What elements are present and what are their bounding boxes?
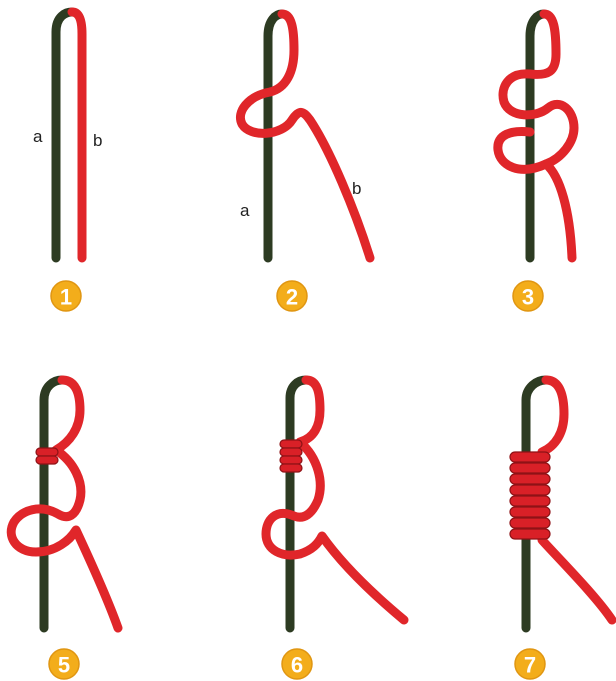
step-7-wrap-3 bbox=[510, 474, 550, 484]
step-7-wrap-8 bbox=[510, 529, 550, 539]
step-badge-6-number: 6 bbox=[291, 653, 303, 678]
step-badge-1-number: 1 bbox=[60, 285, 72, 310]
step-badge-7-number: 7 bbox=[524, 653, 536, 678]
step-7-wrap-6 bbox=[510, 507, 550, 517]
step-badge-5: 5 bbox=[49, 649, 79, 679]
step-6-wrap-4 bbox=[280, 464, 302, 472]
step-2-label-a: a bbox=[240, 201, 250, 220]
step-5-cord-a bbox=[44, 380, 62, 628]
step-7-wrap-1 bbox=[510, 452, 550, 462]
step-badge-5-number: 5 bbox=[58, 653, 70, 678]
step-1-label-b: b bbox=[93, 131, 102, 150]
step-5-cord-b bbox=[11, 380, 118, 628]
step-1-cord-a bbox=[56, 12, 72, 258]
step-7-cord-b bbox=[542, 380, 612, 620]
step-badge-1: 1 bbox=[51, 281, 81, 311]
step-6-wrap-2 bbox=[280, 448, 302, 456]
step-3-cord-b-lower-loop bbox=[498, 132, 546, 170]
step-5-wrap-1 bbox=[36, 448, 58, 456]
step-5-illustration bbox=[11, 380, 118, 628]
step-1-label-a: a bbox=[33, 127, 43, 146]
step-2-illustration: a b bbox=[240, 14, 370, 258]
step-3-cord-a bbox=[530, 14, 544, 258]
step-6-illustration bbox=[266, 380, 404, 628]
step-badge-6: 6 bbox=[282, 649, 312, 679]
step-2-label-b: b bbox=[352, 179, 361, 198]
step-badge-3-number: 3 bbox=[522, 285, 534, 310]
step-1-illustration: a b bbox=[33, 12, 102, 258]
step-badge-7: 7 bbox=[515, 649, 545, 679]
step-5-wrap-2 bbox=[36, 456, 58, 464]
step-6-wrap-1 bbox=[280, 440, 302, 448]
step-badge-3: 3 bbox=[513, 281, 543, 311]
step-6-cord-a bbox=[290, 380, 306, 628]
step-6-wrap-3 bbox=[280, 456, 302, 464]
step-badge-2-number: 2 bbox=[286, 285, 298, 310]
step-7-illustration bbox=[510, 380, 612, 628]
step-7-wrap-7 bbox=[510, 518, 550, 528]
step-3-illustration bbox=[498, 14, 574, 258]
step-badge-2: 2 bbox=[277, 281, 307, 311]
step-7-wrap-5 bbox=[510, 496, 550, 506]
step-7-wrap-4 bbox=[510, 485, 550, 495]
step-7-wrap-2 bbox=[510, 463, 550, 473]
step-2-cord-b bbox=[240, 14, 370, 258]
step-1-cord-b bbox=[72, 12, 82, 258]
